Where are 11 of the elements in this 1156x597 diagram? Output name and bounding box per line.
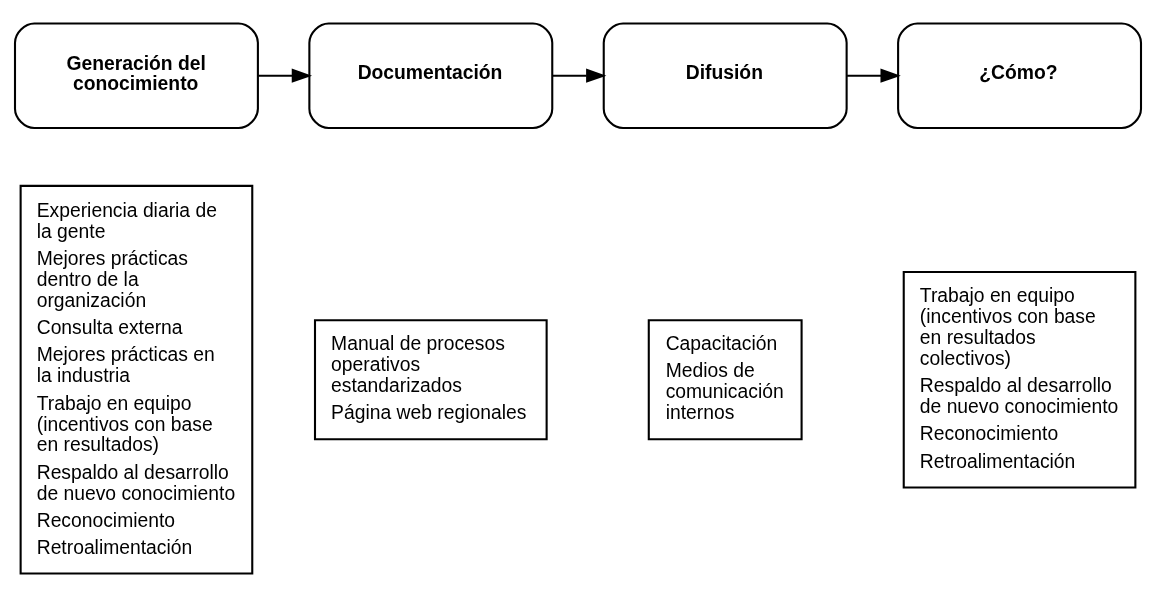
arrow [552,68,607,83]
arrow [258,68,313,83]
node-box: Difusión [602,22,848,130]
node-box: Trabajo en equipo (incentivos con base en resultados colectivos) Respaldo al desarrollo de nuevo conocimiento Reconocimiento Retroalimentación [902,270,1137,489]
node-box: Documentación [308,22,554,130]
node-box: ¿Cómo? [897,22,1143,130]
arrow [847,68,901,83]
node-box: Generación del conocimiento [13,22,259,130]
node-box: Capacitación Medios de comunicación internos [647,319,803,441]
node-box: Experiencia diaria de la gente Mejores prácticas dentro de la organización Consulta externa Mejores prácticas en la industria Trabajo en equipo (incentivos con base en resultados) Respaldo al desarrollo de nuevo conocimiento Reconocimiento Retroalimentación [19,184,254,575]
node-box: Manual de procesos operativos estandarizados Página web regionales [313,319,548,441]
